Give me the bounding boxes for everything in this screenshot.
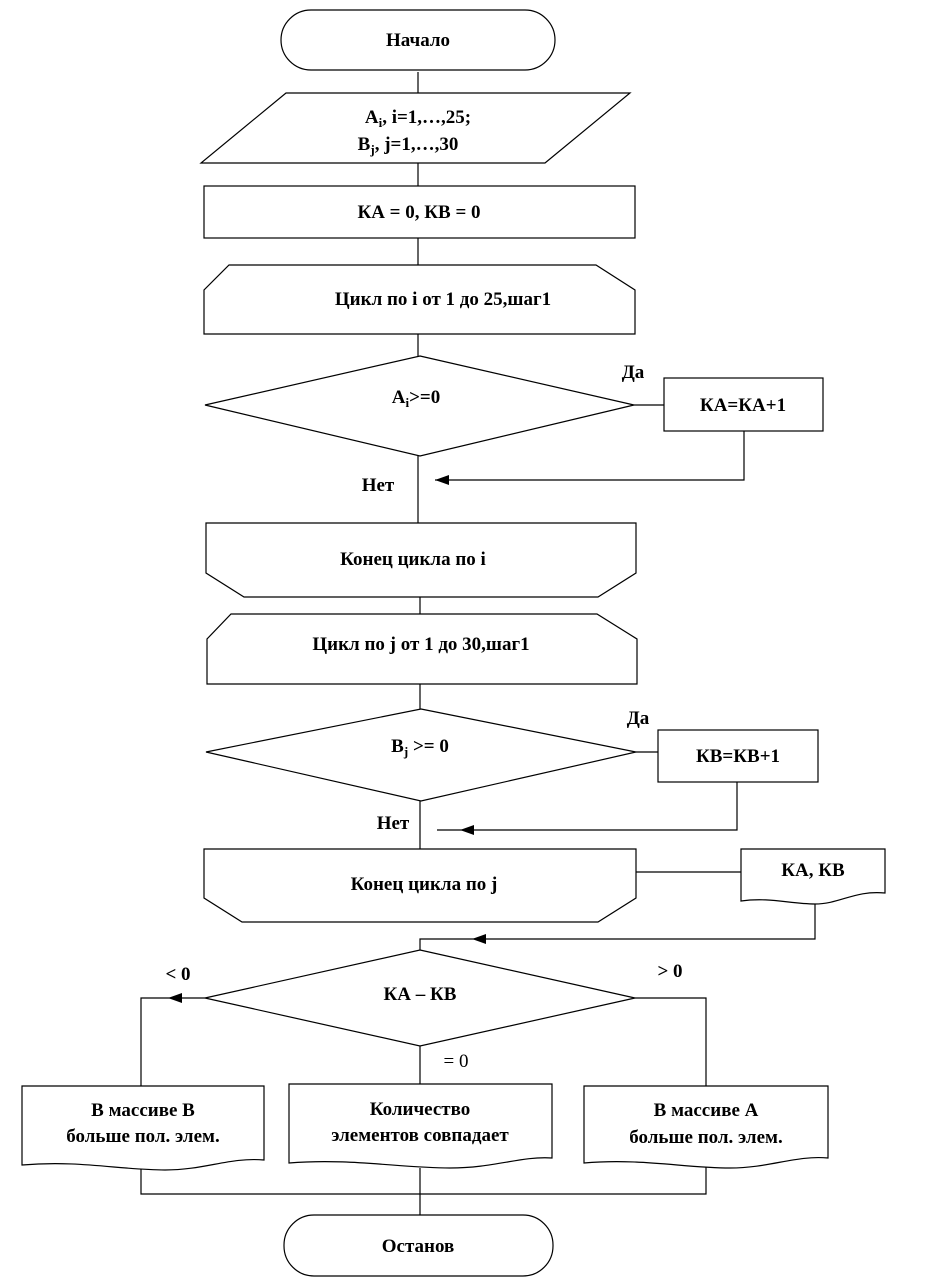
stop-terminator: Останов (283, 1214, 554, 1277)
compare-decision: КА – КВ (204, 949, 636, 1047)
yes-label-b: Да (627, 708, 650, 729)
loop-i-end: Конец цикла по i (205, 522, 637, 598)
input-block: Ai, i=1,…,25; Bj, j=1,…,30 (199, 92, 632, 164)
init-process: КА = 0, КВ = 0 (203, 185, 636, 239)
result-b-line-1: В массиве В (91, 1100, 195, 1121)
arrow-to-merge-a (435, 475, 449, 485)
increment-b-label: КВ=КВ+1 (696, 746, 780, 767)
arrowheads (168, 475, 486, 1003)
result-a-line-2: больше пол. элем. (629, 1127, 782, 1148)
loop-j-end: Конец цикла по j (203, 848, 637, 923)
yes-label-a: Да (622, 362, 645, 383)
decision-b-label: Bj >= 0 (391, 736, 449, 759)
stop-label: Останов (382, 1236, 455, 1257)
result-a-document: В массиве А больше пол. элем. (583, 1085, 829, 1169)
init-label: КА = 0, КВ = 0 (357, 202, 480, 223)
input-line-1: Ai, i=1,…,25; (365, 107, 471, 130)
less-than-label: < 0 (165, 964, 190, 985)
increment-a-label: КА=КА+1 (700, 395, 786, 416)
arrow-less-branch (168, 993, 182, 1003)
loop-j-label: Цикл по j от 1 до 30,шаг1 (312, 634, 529, 655)
loop-i-end-label: Конец цикла по i (340, 549, 486, 570)
decision-a: Ai>=0 (204, 355, 635, 457)
increment-b: КВ=КВ+1 (657, 729, 819, 783)
loop-j-start: Цикл по j от 1 до 30,шаг1 (206, 613, 638, 685)
increment-a: КА=КА+1 (663, 377, 824, 432)
start-terminator: Начало (280, 9, 556, 71)
start-label: Начало (386, 30, 450, 51)
loop-i-start: Цикл по i от 1 до 25,шаг1 (203, 264, 636, 335)
arrow-to-merge-b (460, 825, 474, 835)
connectors (140, 72, 816, 1215)
decision-b: Bj >= 0 (205, 708, 637, 802)
output-document: КА, КВ (740, 848, 886, 905)
output-label: КА, КВ (781, 860, 845, 881)
loop-j-end-label: Конец цикла по j (351, 874, 498, 895)
input-line-2: Bj, j=1,…,30 (358, 134, 459, 157)
result-equal-line-2: элементов совпадает (331, 1125, 509, 1146)
arrow-to-compare (472, 934, 486, 944)
no-label-a: Нет (362, 475, 395, 496)
equal-label: = 0 (444, 1051, 469, 1072)
result-a-line-1: В массиве А (654, 1100, 759, 1121)
result-equal-document: Количество элементов совпадает (288, 1083, 553, 1169)
loop-i-label: Цикл по i от 1 до 25,шаг1 (335, 289, 551, 310)
no-label-b: Нет (377, 813, 410, 834)
result-b-document: В массиве В больше пол. элем. (21, 1085, 265, 1171)
greater-than-label: > 0 (657, 961, 682, 982)
result-b-line-2: больше пол. элем. (66, 1126, 219, 1147)
decision-a-label: Ai>=0 (392, 387, 441, 410)
result-equal-line-1: Количество (370, 1099, 470, 1120)
compare-label: КА – КВ (384, 984, 457, 1005)
